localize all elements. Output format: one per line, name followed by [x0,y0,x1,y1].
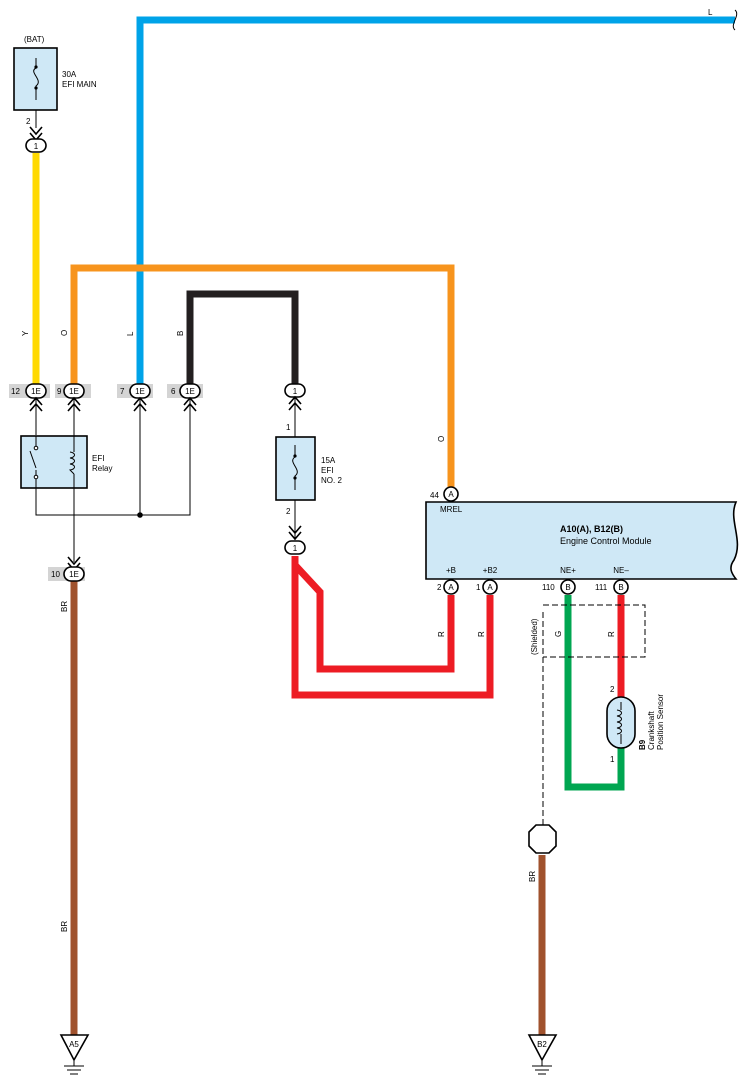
junction-label: 1E [135,387,145,396]
wire-break-icon [732,9,738,31]
svg-text:110: 110 [542,583,555,592]
svg-text:B: B [565,583,570,592]
wire-color-b: B [176,331,185,336]
ecm-mrel-conn [443,486,459,502]
wire-color-br: BR [60,921,69,932]
wire-color-o: O [60,330,69,336]
svg-text:+B: +B [446,566,456,575]
svg-text:NE–: NE– [613,566,629,575]
coil-icon [68,451,75,475]
fuse2-pin-bottom: 2 [286,507,291,516]
fuse-main-name: EFI MAIN [62,80,97,89]
wire-color-l: L [126,331,135,336]
chevron-up-icon [29,396,43,412]
junction-pin-6: 6 [171,387,176,396]
ecm-code: A10(A), B12(B) [560,524,623,534]
wire-color-br: BR [60,601,69,612]
junction-label: 1E [185,387,195,396]
sensor-pin-bottom: 1 [610,755,615,764]
sensor-name: Crankshaft [647,711,656,750]
fuse2-pin-top: 1 [286,423,291,432]
chevron-up-icon [183,396,197,412]
ecm-name: Engine Control Module [560,536,652,546]
svg-text:+B2: +B2 [483,566,498,575]
connector-pill [63,566,85,582]
ecm-box [425,501,739,580]
wire-green-ne-plus [564,595,625,791]
ground-b2: B2 [527,1034,558,1075]
fuse2-name: NO. 2 [321,476,342,485]
ecm-terminal-plus-b2: +B2 1 A [476,566,498,595]
wire-black-b [186,290,299,384]
shield-ground-icon [528,824,557,854]
crankshaft-sensor-box [606,696,636,749]
wire-color-y: Y [21,330,30,336]
chevron-up-icon [67,396,81,412]
battery-label: (BAT) [24,35,45,44]
wire-color-br: BR [528,871,537,882]
connector-label: 1 [34,142,39,151]
wire-color-l-top: L [708,8,713,17]
fuse2-name: EFI [321,466,333,475]
svg-text:A: A [487,583,493,592]
wire-color-r: R [607,631,616,637]
fuse-main-pin: 2 [26,117,31,126]
splice-wire [35,398,191,516]
ground-a5: A5 [59,1034,90,1075]
wire-color-r: R [437,631,446,637]
coil-icon [616,702,622,744]
svg-text:1: 1 [476,583,481,592]
junction-label: 1E [69,570,79,579]
ecm-mrel-pin: 44 [430,491,439,500]
sensor-name: Position Sensor [656,694,665,750]
sensor-pin-top: 2 [610,685,615,694]
svg-text:A: A [448,583,454,592]
wire-color-o-right: O [437,436,446,442]
junction-pin-12: 12 [11,387,20,396]
efi-relay-box [20,435,88,489]
shield-box [543,604,646,658]
svg-text:NE+: NE+ [560,566,576,575]
main-fuse-box [13,47,58,111]
junction-pin-10: 10 [51,570,60,579]
sensor-code: B9 [638,739,647,750]
junction-pin-7: 7 [120,387,125,396]
connector-pill [284,540,306,555]
fuse-main-rating: 30A [62,70,77,79]
relay-name: Relay [92,464,112,473]
svg-text:111: 111 [595,583,608,592]
connector-pill [25,138,47,153]
wire-orange-o [70,264,455,487]
wire-color-r: R [477,631,486,637]
ecm-terminal-plus-b: +B 2 A [437,566,459,595]
svg-text:2: 2 [437,583,442,592]
chevron-up-icon [288,395,302,411]
svg-text:A5: A5 [69,1040,79,1049]
ecm-mrel-label: MREL [440,505,463,514]
relay-name: EFI [92,454,104,463]
wire-red-plus-b2 [291,556,494,699]
wire-blue-l [136,16,735,384]
chevron-up-icon [133,396,147,412]
ecm-terminal-ne-plus: NE+ 110 B [542,566,576,595]
svg-text:B2: B2 [537,1040,547,1049]
shielded-label: (Shielded) [530,618,539,655]
junction-label: 1E [69,387,79,396]
chevron-down-icon [29,126,43,142]
ecm-mrel-conn-label: A [448,490,454,499]
junction-label: 1E [31,387,41,396]
fuse2-connector-bottom: 1 [293,544,298,553]
svg-text:B: B [618,583,623,592]
fuse2-connector-top: 1 [293,387,298,396]
chevron-down-icon [288,525,302,541]
splice-dot [137,512,143,518]
ground-icon [59,1034,90,1062]
fuse2-rating: 15A [321,456,336,465]
wire-color-g: G [554,631,563,637]
junction-pin-9: 9 [57,387,62,396]
junction-connector-row: 12 9 7 6 1E 1E 1E 1E [9,383,203,412]
ecm-terminal-ne-minus: NE– 111 B [595,566,629,595]
ground-icon [527,1034,558,1062]
